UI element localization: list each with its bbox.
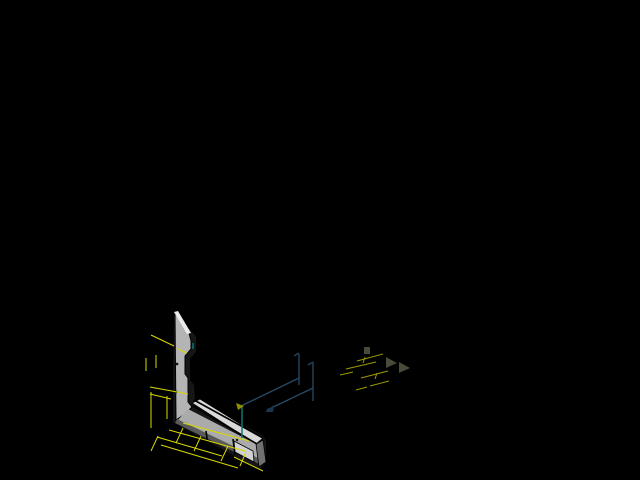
leg-top-face[interactable] <box>174 311 191 334</box>
dimension-lines-segment <box>220 445 229 462</box>
dimension-lines-segment <box>168 429 246 452</box>
sketch-lines <box>240 352 314 411</box>
dimension-lines-segment <box>150 334 175 347</box>
part-holes-dot <box>235 438 239 442</box>
reference-lines <box>192 343 243 438</box>
detail-callout-lines-segment <box>362 356 366 364</box>
detail-callout-marks <box>364 347 410 373</box>
part-edges-segment <box>193 399 264 439</box>
part-holes-dot <box>175 362 179 366</box>
dimension-lines-segment <box>177 348 188 354</box>
detail-callout-lines-segment <box>345 361 377 370</box>
sketch-arrow <box>265 405 274 412</box>
part-edges <box>172 399 264 472</box>
part-edges-segment <box>205 430 209 447</box>
dimension-lines-segment <box>239 451 247 467</box>
dimension-lines <box>145 334 264 472</box>
detail-callout-lines-segment <box>360 370 389 379</box>
callout-glyph <box>364 347 370 354</box>
bar-end-cap[interactable] <box>255 439 267 468</box>
sketch-lines-segment <box>307 361 314 366</box>
dimension-lines-segment <box>193 435 202 452</box>
dimension-lines-segment <box>233 456 264 472</box>
detail-callout-lines-segment <box>374 372 378 380</box>
sketch-lines-segment <box>293 352 300 357</box>
callout-arrow-2 <box>399 362 410 373</box>
reference-arrow <box>236 403 244 410</box>
dimension-lines-segment <box>156 436 223 457</box>
dimension-lines-segment <box>149 386 189 395</box>
detail-callout-lines-segment <box>339 371 354 376</box>
detail-callout-lines <box>339 353 390 391</box>
part-edges-segment <box>192 405 258 445</box>
reference-arrowhead <box>236 403 244 410</box>
sketch-arrowhead <box>265 405 274 412</box>
sketch-lines-segment <box>266 387 314 411</box>
callout-arrow-1 <box>386 357 397 368</box>
dimension-lines-segment <box>149 393 172 400</box>
detail-callout-lines-segment <box>356 353 384 362</box>
dimension-lines-segment <box>160 444 239 469</box>
detail-callout-lines-segment <box>369 380 390 387</box>
part-edges-segment <box>232 438 236 456</box>
dimension-lines-segment <box>150 435 159 452</box>
dimension-lines-segment <box>175 427 184 444</box>
dimension-lines-segment <box>182 422 250 442</box>
part-faces[interactable] <box>174 311 267 468</box>
detail-callout-lines-segment <box>355 386 368 391</box>
sketch-lines-segment <box>240 377 300 407</box>
